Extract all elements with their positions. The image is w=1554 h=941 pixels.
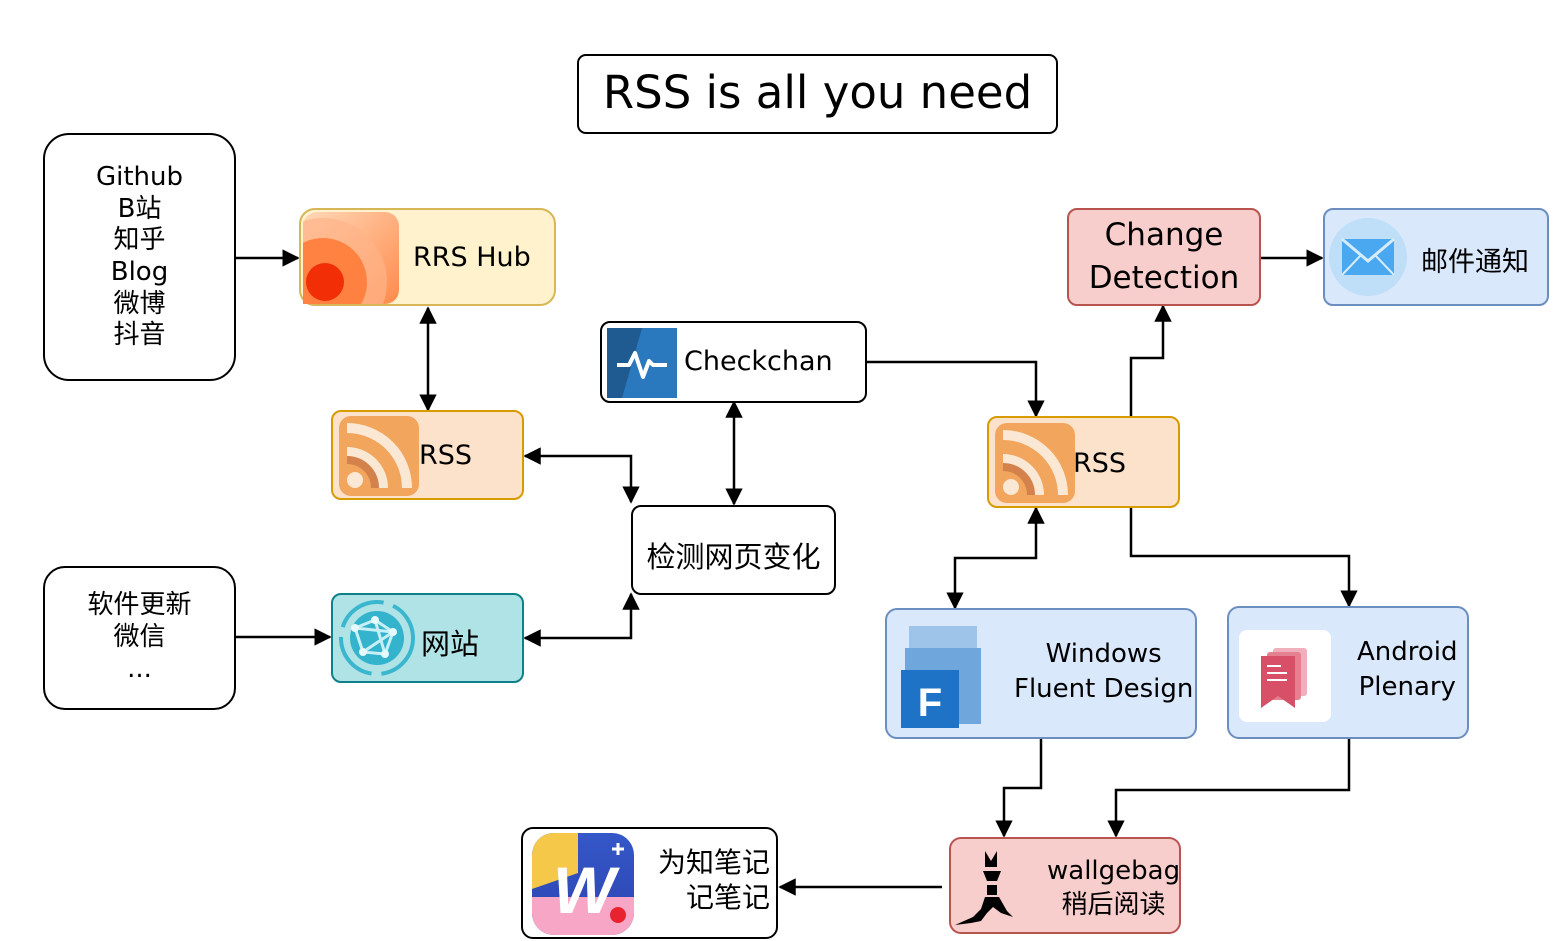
change-detection-line1: Change <box>1104 216 1224 253</box>
windows-label-line1: Windows <box>1045 639 1162 669</box>
source-douyin: 抖音 <box>113 320 166 351</box>
edge-rss-change <box>1129 304 1172 416</box>
change-detection-node: Change Detection <box>1067 208 1261 306</box>
source-bilibili: B站 <box>117 193 162 224</box>
windows-label-line2: Fluent Design <box>1014 673 1194 704</box>
edge-rss-android <box>1129 508 1358 608</box>
android-label-line1: Android <box>1357 637 1458 667</box>
windows-label: Windows Fluent Design <box>1014 637 1193 706</box>
rsshub-node: RRS Hub <box>299 208 556 306</box>
rsshub-icon <box>303 212 399 304</box>
mail-icon <box>1329 218 1407 296</box>
globe-icon <box>339 600 415 676</box>
wallabag-label-line1: wallgebag <box>1047 856 1181 886</box>
detect-node: 检测网页变化 <box>631 505 836 595</box>
title-box: RSS is all you need <box>577 54 1058 134</box>
edge-website-detect <box>523 592 640 647</box>
wallabag-label-line2: 稍后阅读 <box>1061 889 1166 920</box>
wiz-label-line2: 记笔记 <box>685 881 770 914</box>
rss-left-node: RSS <box>331 410 524 500</box>
rss-left-label: RSS <box>419 440 473 471</box>
edge-android-wallabag <box>1107 739 1351 838</box>
fluent-app-icon: F <box>901 626 981 728</box>
android-node: Android Plenary <box>1227 606 1469 739</box>
source-more: ... <box>127 653 152 684</box>
source-weibo: 微博 <box>113 288 166 319</box>
change-detection-line2: Detection <box>1088 260 1240 296</box>
source-zhihu: 知乎 <box>113 225 166 256</box>
wallabag-label: wallgebag 稍后阅读 <box>1047 855 1180 923</box>
wiz-label-line1: 为知笔记 <box>657 846 770 879</box>
source-software-update: 软件更新 <box>87 590 192 621</box>
edge-windows-wallabag <box>995 739 1043 838</box>
sources-bottom-box: 软件更新 微信 ... <box>43 566 236 710</box>
rss-icon <box>995 423 1075 503</box>
fluent-icon-letter: F <box>918 681 942 725</box>
edge-checkchan-rss <box>866 360 1045 418</box>
checkchan-node: Checkchan <box>600 321 867 403</box>
wiz-app-icon: W <box>532 833 634 935</box>
wiz-icon-letter: W <box>553 853 620 927</box>
detect-label: 检测网页变化 <box>646 540 821 574</box>
source-github: Github <box>95 161 184 192</box>
source-wechat: 微信 <box>113 622 166 653</box>
source-blog: Blog <box>110 257 169 287</box>
checkchan-label: Checkchan <box>684 346 833 377</box>
edge-rss-windows <box>946 506 1045 610</box>
wallabag-icon <box>955 851 1013 925</box>
checkchan-icon <box>607 328 677 398</box>
android-label: Android Plenary <box>1357 635 1458 704</box>
rsshub-label: RRS Hub <box>413 242 531 273</box>
wallabag-node: wallgebag 稍后阅读 <box>949 837 1181 934</box>
plenary-app-icon <box>1239 630 1331 722</box>
windows-node: F Windows Fluent Design <box>885 608 1197 739</box>
rss-right-label: RSS <box>1073 448 1127 479</box>
website-node: 网站 <box>331 593 524 683</box>
title-text: RSS is all you need <box>602 66 1033 119</box>
rss-right-node: RSS <box>987 416 1180 508</box>
website-label: 网站 <box>421 627 480 661</box>
email-node: 邮件通知 <box>1323 208 1549 306</box>
edge-rss-detect <box>523 447 640 504</box>
wiz-node: W 为知笔记 记笔记 <box>521 827 778 939</box>
rss-icon <box>339 416 419 496</box>
android-label-line2: Plenary <box>1358 671 1456 702</box>
wiz-label: 为知笔记 记笔记 <box>658 845 770 915</box>
sources-box: Github B站 知乎 Blog 微博 抖音 <box>43 133 236 381</box>
email-label: 邮件通知 <box>1421 247 1529 278</box>
